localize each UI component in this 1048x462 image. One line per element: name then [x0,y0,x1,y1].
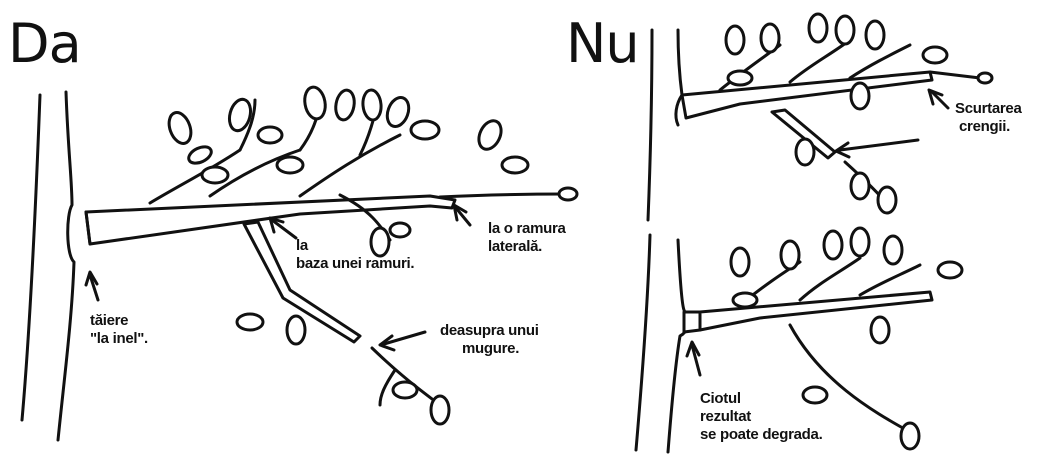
top-sub-3 [850,45,910,78]
top-branch-stub [930,72,980,78]
top-sub-2 [790,40,850,82]
bottom-sub-2 [800,258,860,300]
branch-lateral [440,194,566,197]
label-stub: Ciotul rezultat se poate degrada. [700,390,822,444]
trunk-right-bottom-bark [668,240,687,452]
trunk-left-bark [58,92,74,440]
label-ring-cut: tăiere "la inel". [90,312,148,348]
label-above-bud: deasupra unui mugure. [440,322,539,358]
bottom-sub-3 [860,265,920,295]
label-shortening: Scurtarea crengii. [955,100,1022,136]
trunk-right-top-bark [676,30,682,125]
stub-branch [684,312,700,332]
label-lateral: la o ramura laterală. [488,220,566,256]
heading-no: Nu [566,14,639,74]
label-branch-base: la baza unei ramuri. [296,237,414,273]
top-branch [682,72,932,118]
trunk-left [22,95,40,420]
trunk-right-bottom [636,235,650,450]
branch-c [300,135,400,196]
arrows-right [687,90,948,375]
trunk-right-top [648,30,652,220]
